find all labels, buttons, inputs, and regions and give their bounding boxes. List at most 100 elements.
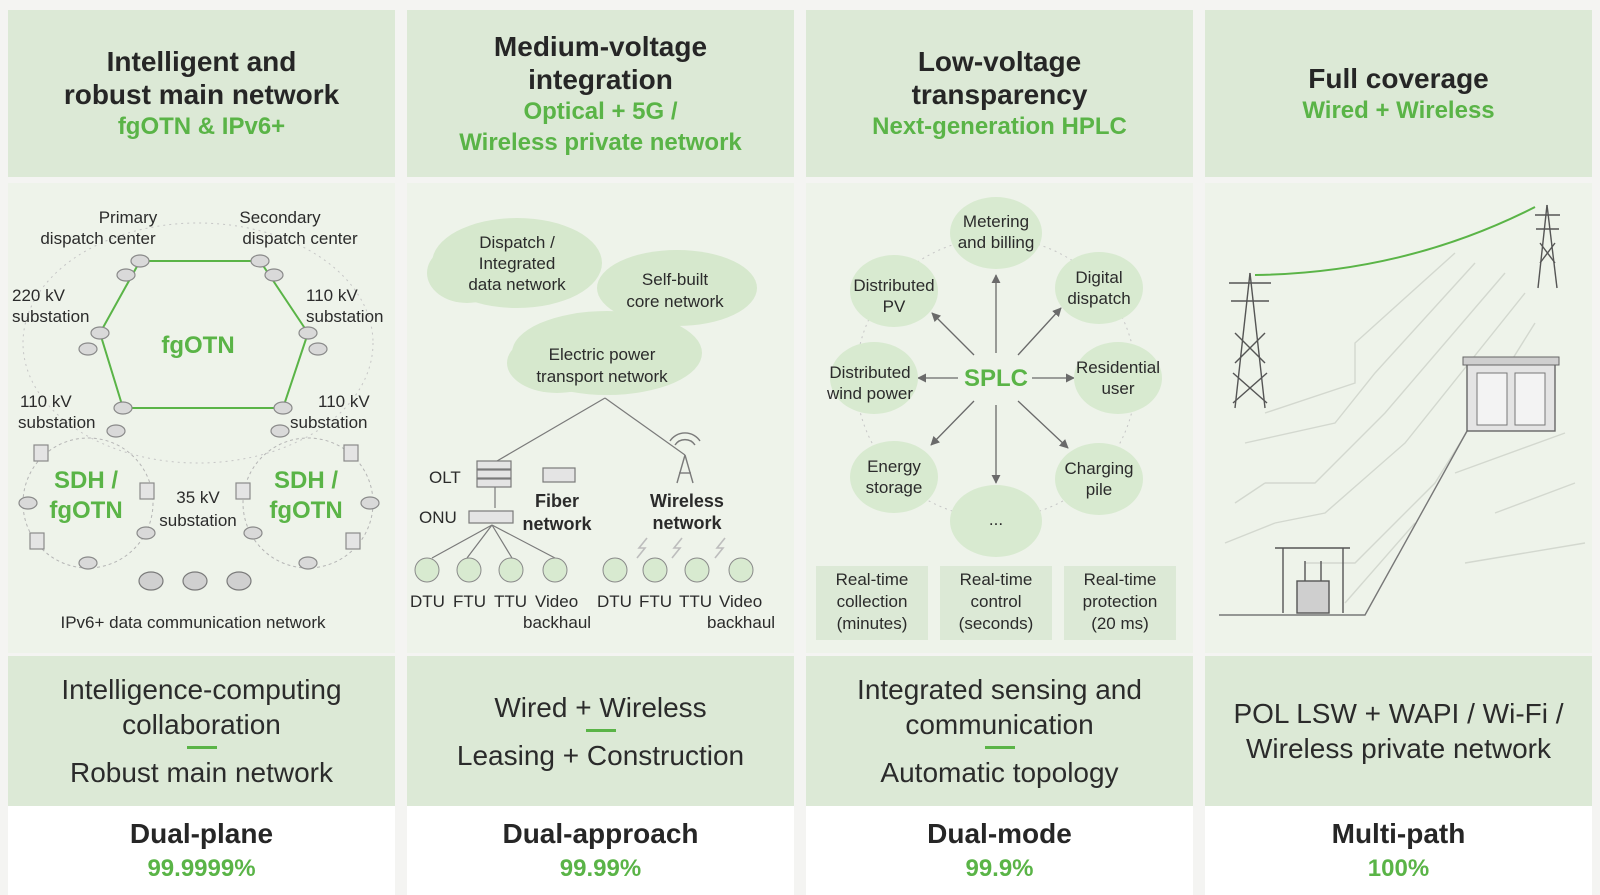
footer-line: Leasing + Construction <box>456 739 745 771</box>
title-line: robust main network <box>63 79 340 110</box>
terminal-icon <box>642 557 668 583</box>
onu-label: ONU <box>419 508 457 527</box>
ground-line <box>1219 430 1468 616</box>
left-access-ring <box>22 437 154 569</box>
wireless-network-label: Wireless <box>650 491 724 511</box>
column-main-network: Intelligent and robust main network fgOT… <box>8 10 395 895</box>
splc-arrow <box>931 312 975 356</box>
green-separator <box>585 728 616 732</box>
node-energy-storage <box>850 441 938 513</box>
router-icon <box>273 401 293 415</box>
title-line: Full coverage <box>1308 62 1489 94</box>
node-label: Digital <box>1075 268 1122 287</box>
footer-line: Robust main network <box>69 757 333 788</box>
footer-medium-voltage: Wired + Wireless Leasing + Construction <box>407 656 794 806</box>
transmission-tower-icon <box>1229 272 1271 409</box>
olt-device-icon <box>476 469 512 479</box>
terminal-label: Video <box>719 592 762 611</box>
transformer-icon <box>1275 547 1350 614</box>
box-label: protection <box>1083 592 1158 611</box>
transmission-tower-icon <box>1535 204 1560 289</box>
power-line <box>1254 206 1536 276</box>
fiber-network-label: network <box>522 514 592 534</box>
wireless-network-label: network <box>652 513 722 533</box>
router-icon <box>298 326 318 340</box>
left-ring-label: fgOTN <box>49 497 122 524</box>
footer-line: Integrated sensing and <box>857 674 1142 705</box>
wireless-signal-icon <box>714 537 726 559</box>
device-icon <box>343 444 359 462</box>
green-separator <box>186 746 217 749</box>
column-full-coverage: Full coverage Wired + Wireless <box>1205 10 1592 895</box>
column-medium-voltage: Medium-voltage integration Optical + 5G … <box>407 10 794 895</box>
router-icon <box>360 496 380 510</box>
splc-arrow <box>930 400 975 446</box>
subtitle-line: Wired + Wireless <box>1302 96 1495 124</box>
sub-110-label: 110 kV <box>318 392 370 411</box>
device-icon <box>139 482 155 500</box>
title-line: transparency <box>911 79 1088 110</box>
distribution-cabinet-icon <box>1462 356 1560 432</box>
outer-dotted-ring <box>22 222 374 464</box>
primary-center-label: dispatch center <box>40 229 156 248</box>
cloud-dispatch <box>427 243 507 303</box>
terminal-icon <box>414 557 440 583</box>
right-ring-label: SDH / <box>274 467 338 494</box>
device-icon <box>345 532 361 550</box>
terminal-icon <box>728 557 754 583</box>
box-label: collection <box>837 592 908 611</box>
terminal-icon <box>456 557 482 583</box>
metric-value: 100% <box>1367 855 1430 882</box>
box-label: (20 ms) <box>1091 614 1149 633</box>
metric-value: 99.9% <box>965 855 1034 882</box>
node-label: ... <box>989 510 1003 529</box>
terminal-label: DTU <box>597 592 632 611</box>
node-label: user <box>1101 379 1134 398</box>
box-label: Real-time <box>836 570 909 589</box>
metric-medium-voltage: Dual-approach 99.99% <box>407 806 794 895</box>
diagram-full-coverage <box>1205 183 1592 653</box>
footer-line: Wired + Wireless <box>494 691 707 723</box>
node-charging-pile <box>1055 443 1143 515</box>
terminal-label: Video <box>535 592 578 611</box>
footer-line: Intelligence-computing <box>61 674 342 705</box>
metric-name: Dual-plane <box>129 818 274 849</box>
cloud-transport-label: transport network <box>536 367 668 386</box>
fgotn-core-label: fgOTN <box>161 332 234 359</box>
footer-full-coverage: POL LSW + WAPI / Wi-Fi / Wireless privat… <box>1205 656 1592 806</box>
node-metering <box>950 197 1042 269</box>
device-icon <box>29 532 45 550</box>
ipv6-network-label: IPv6+ data communication network <box>60 613 326 632</box>
box-label: Real-time <box>960 570 1033 589</box>
terminal-icon <box>498 557 524 583</box>
node-label: dispatch <box>1067 289 1130 308</box>
router-icon <box>116 268 136 282</box>
primary-center-label: Primary <box>99 208 158 227</box>
title-line: Intelligent and <box>106 46 297 77</box>
node-label: Distributed <box>829 363 910 382</box>
footer-line: Automatic topology <box>880 757 1119 788</box>
terminal-label: FTU <box>453 592 486 611</box>
splc-center-label: SPLC <box>964 365 1028 392</box>
router-icon <box>243 526 263 540</box>
sub-110-label: substation <box>18 413 96 432</box>
column-low-voltage: Low-voltage transparency Next-generation… <box>806 10 1193 895</box>
router-icon <box>113 401 133 415</box>
splc-arrow <box>1017 307 1062 356</box>
secondary-center-label: Secondary <box>239 208 321 227</box>
box-label: Real-time <box>1084 570 1157 589</box>
node-label: Charging <box>1065 459 1134 478</box>
node-label: Distributed <box>853 276 934 295</box>
cloud-dispatch-label: data network <box>468 275 566 294</box>
wireless-signal-icon <box>671 537 683 559</box>
onu-device-icon <box>468 510 514 524</box>
terminal-icon <box>684 557 710 583</box>
footer-line: collaboration <box>122 709 281 740</box>
subtitle-line: Next-generation HPLC <box>872 113 1127 140</box>
node-distributed-pv <box>850 255 938 327</box>
sub-110-label: 110 kV <box>306 286 358 305</box>
box-label: (seconds) <box>959 614 1034 633</box>
router-icon <box>250 254 270 268</box>
node-label: and billing <box>958 233 1035 252</box>
metric-name: Dual-mode <box>927 818 1072 849</box>
